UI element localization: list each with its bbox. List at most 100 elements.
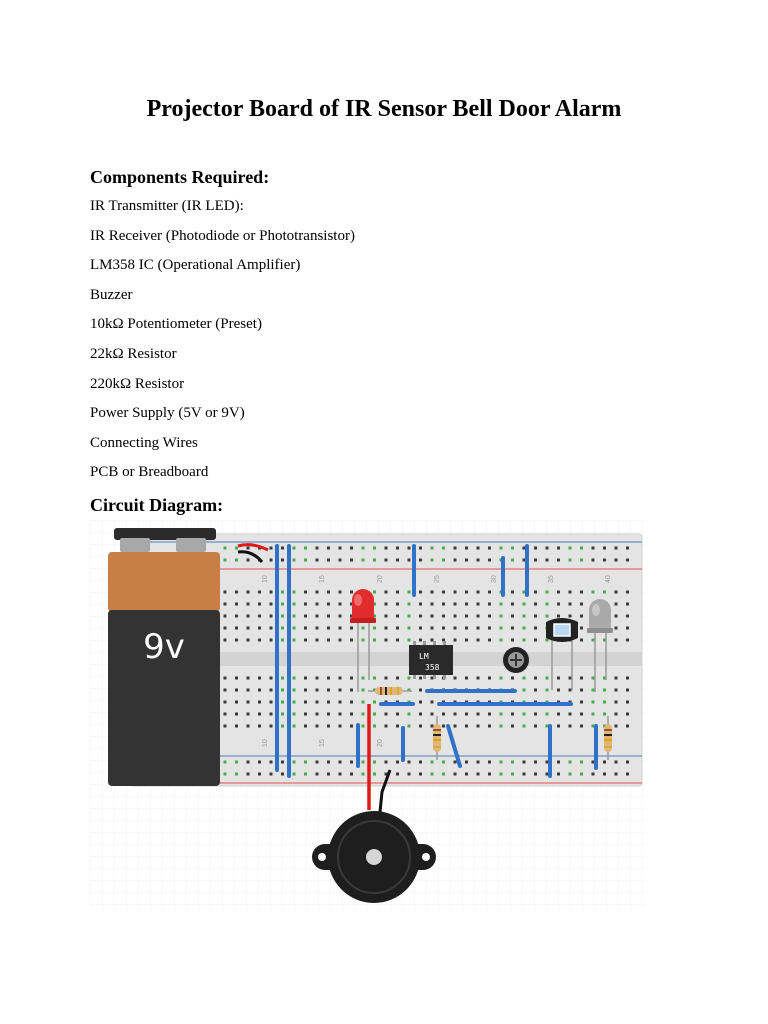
breadboard-hole [603,688,606,692]
resistor-horizontal [368,687,412,695]
breadboard-hole [223,558,227,562]
breadboard-hole [568,724,572,728]
breadboard-hole [442,712,445,716]
breadboard-hole [545,558,549,562]
breadboard-hole [292,590,296,594]
breadboard-hole [580,688,583,692]
component-item-potentiometer: 10kΩ Potentiometer (Preset) [90,316,262,333]
breadboard-hole [453,676,457,680]
breadboard-hole [315,546,319,550]
breadboard-hole [292,614,296,618]
circuit-heading: Circuit Diagram: [90,495,224,515]
breadboard-hole [350,700,353,704]
breadboard-hole [223,760,227,764]
breadboard-hole [499,602,503,606]
breadboard-hole [568,558,572,562]
breadboard-hole [488,590,491,594]
breadboard-hole [246,712,250,716]
breadboard-hole [476,712,480,716]
breadboard-hole [281,602,284,606]
breadboard-hole [407,590,411,594]
ir-receiver [546,618,578,690]
breadboard-hole [304,638,307,642]
breadboard-hole [304,614,307,618]
breadboard-hole [419,546,422,550]
breadboard-hole [281,638,284,642]
breadboard-hole [511,676,514,680]
breadboard-hole [350,760,353,764]
breadboard-hole [453,546,457,550]
breadboard-hole [361,772,365,776]
led-red [350,589,376,692]
breadboard-hole [626,760,629,764]
breadboard-hole [534,760,537,764]
breadboard-hole [223,614,227,618]
breadboard-hole [373,772,376,776]
breadboard-hole [304,546,307,550]
breadboard-hole [430,602,434,606]
breadboard-hole [626,688,629,692]
breadboard-hole [396,712,399,716]
breadboard-hole [292,638,296,642]
breadboard-hole [304,590,307,594]
breadboard-hole [246,614,250,618]
breadboard-hole [465,626,468,630]
breadboard-hole [235,602,238,606]
breadboard-hole [603,558,606,562]
breadboard-hole [626,614,629,618]
breadboard-hole [315,700,319,704]
breadboard-hole [465,724,468,728]
breadboard-hole [269,676,273,680]
breadboard-hole [304,772,307,776]
breadboard-hole [476,626,480,630]
breadboard-hole [442,590,445,594]
breadboard-hole [614,712,618,716]
breadboard-hole [281,614,284,618]
breadboard-hole [292,602,296,606]
breadboard-hole [603,712,606,716]
col-num-20-bottom: 20 [377,739,384,747]
breadboard-hole [407,614,411,618]
breadboard-hole [373,546,376,550]
breadboard-hole [534,772,537,776]
ic-body [409,645,453,675]
breadboard-hole [258,724,261,728]
breadboard-hole [430,712,434,716]
breadboard-hole [269,700,273,704]
col-num-35: 35 [548,575,555,583]
breadboard-hole [419,676,422,680]
breadboard-hole [626,546,629,550]
breadboard-hole [246,688,250,692]
breadboard-hole [603,724,606,728]
breadboard-hole [258,638,261,642]
breadboard-hole [453,760,457,764]
breadboard-hole [568,676,572,680]
breadboard-hole [522,546,526,550]
breadboard-hole [396,676,399,680]
breadboard-hole [361,638,365,642]
breadboard-hole [315,712,319,716]
breadboard-hole [407,676,411,680]
breadboard-hole [338,700,342,704]
components-heading: Components Required: [90,167,270,187]
breadboard-hole [476,676,480,680]
breadboard-hole [591,638,595,642]
breadboard-hole [269,590,273,594]
breadboard-hole [419,626,422,630]
breadboard-hole [338,712,342,716]
breadboard-hole [534,638,537,642]
breadboard-hole [223,676,227,680]
breadboard-hole [545,712,549,716]
breadboard-hole [246,638,250,642]
breadboard-hole [557,546,560,550]
breadboard-hole [430,638,434,642]
breadboard-hole [223,626,227,630]
breadboard-hole [568,712,572,716]
breadboard-hole [304,676,307,680]
breadboard-hole [246,546,250,550]
breadboard-hole [246,626,250,630]
breadboard-hole [511,724,514,728]
breadboard-hole [327,724,330,728]
component-item-buzzer: Buzzer [90,286,133,303]
breadboard-hole [292,760,296,764]
